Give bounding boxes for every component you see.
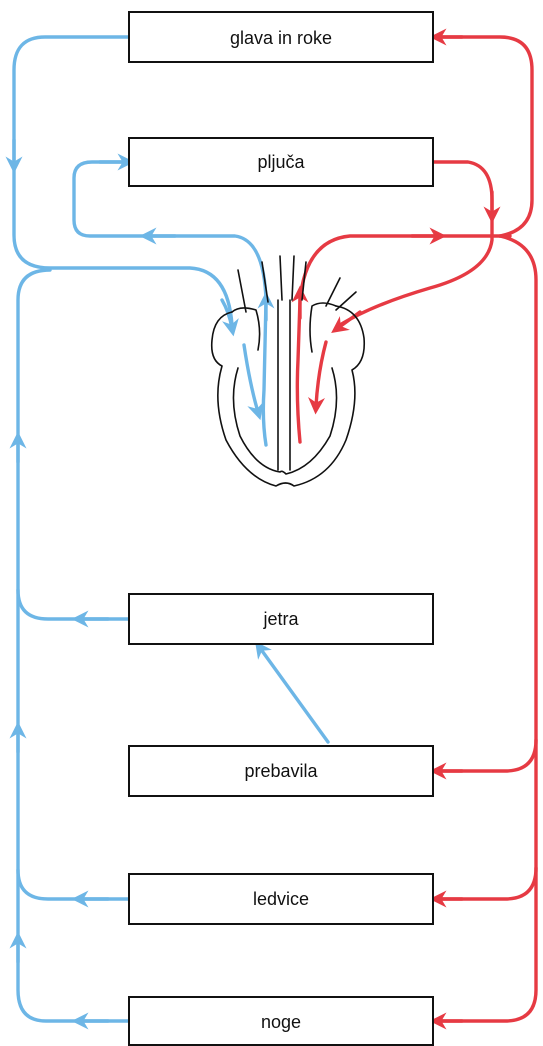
aorta-left [292,256,294,300]
flow-to-digestive [438,740,536,771]
flow-left-ventricle [316,342,326,406]
organ-label-digestive: prebavila [244,761,318,781]
pulmonary-vein-2 [336,292,356,310]
flow-descending-aorta [438,236,536,1021]
flow-arrow-into-left-atrium [338,312,360,328]
flow-to-kidneys [438,868,536,899]
flow-to-head [438,37,532,236]
heart-inner-wall [233,368,336,474]
organ-label-liver: jetra [262,609,299,629]
flow-liver-return [18,590,128,619]
organ-label-legs: noge [261,1012,301,1032]
organ-liver: jetra [129,594,433,644]
heart-illustration [212,256,365,486]
organ-lungs: pljuča [129,138,433,186]
organ-label-lungs: pljuča [257,152,305,172]
pulmonary-vein [326,278,340,306]
heart-outer-wall [212,306,365,486]
organ-legs: noge [129,997,433,1045]
flow-digestive-to-liver [260,648,328,742]
flow-body-return [18,270,128,1021]
pulmonary-artery-right [280,256,282,300]
left-atrium [310,303,336,352]
organ-label-kidneys: ledvice [253,889,309,909]
organ-digestive: prebavila [129,746,433,796]
organ-kidneys: ledvice [129,874,433,924]
flow-right-ventricle [244,345,258,412]
vena-cava [238,270,246,312]
organ-label-head-arms: glava in roke [230,28,332,48]
flow-heart-to-lungs [74,162,266,445]
organ-head-arms: glava in roke [129,12,433,62]
right-atrium [232,308,260,350]
flow-kidneys-return [18,870,128,899]
